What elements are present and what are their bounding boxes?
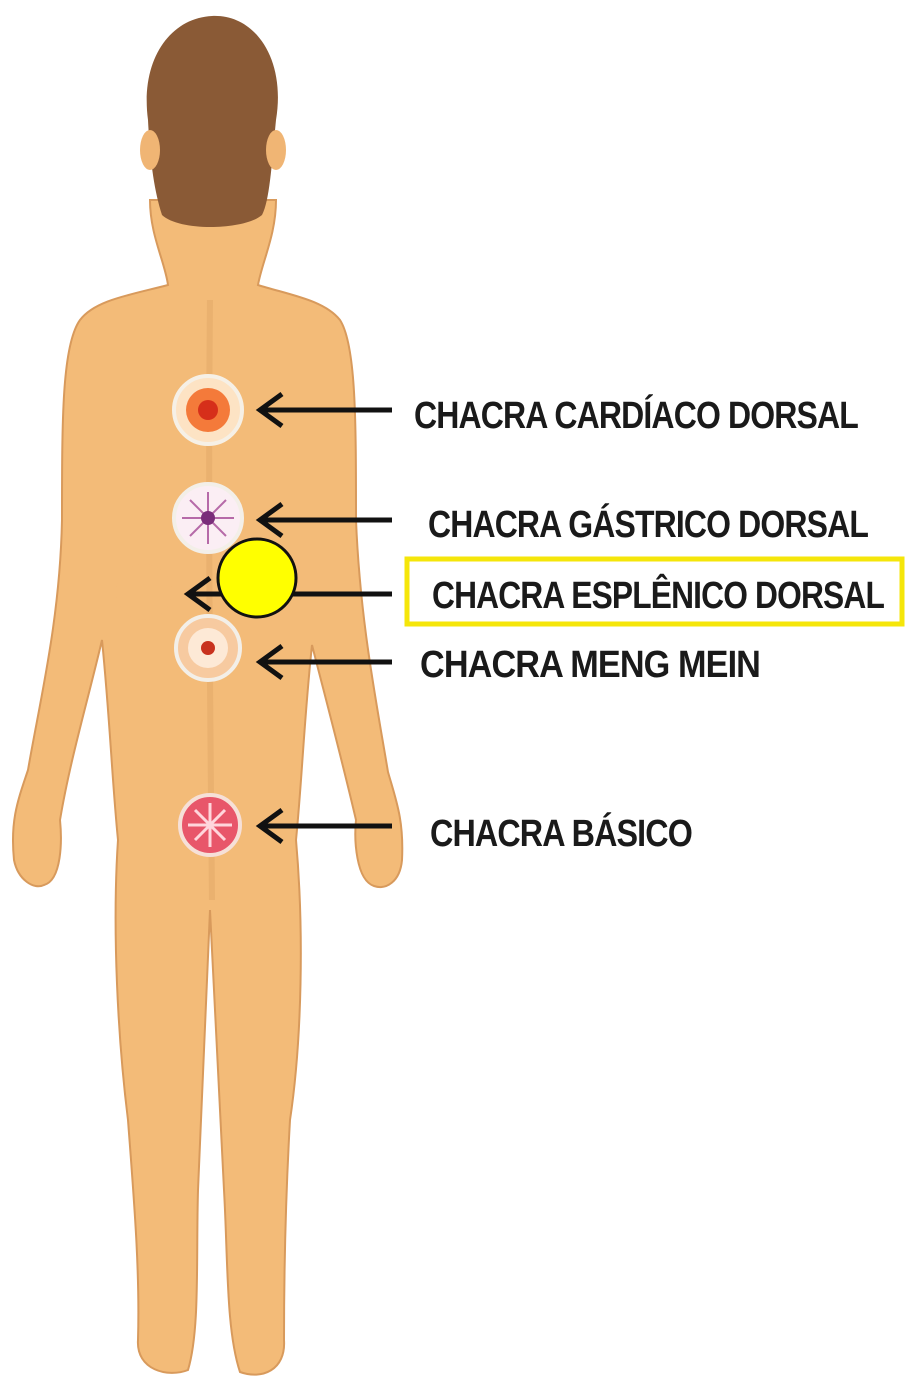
human-figure-back-view — [13, 16, 402, 1375]
orange-ring-chakra-icon — [176, 616, 240, 680]
right-ear — [266, 130, 286, 170]
red-wheel-chakra-icon — [180, 795, 240, 855]
left-ear — [140, 130, 160, 170]
red-flower-chakra-icon — [174, 376, 242, 444]
purple-star-chakra-icon — [174, 484, 242, 552]
label-meng-mein: CHACRA MENG MEIN — [420, 644, 760, 686]
label-gastrico: CHACRA GÁSTRICO DORSAL — [428, 502, 869, 546]
label-esplenico: CHACRA ESPLÊNICO DORSAL — [432, 573, 885, 617]
skin-color-patch — [116, 564, 172, 620]
hair — [147, 16, 278, 227]
label-basico: CHACRA BÁSICO — [430, 811, 692, 855]
label-cardiaco: CHACRA CARDÍACO DORSAL — [414, 393, 859, 437]
yellow-circle-chakra-icon — [218, 539, 296, 617]
